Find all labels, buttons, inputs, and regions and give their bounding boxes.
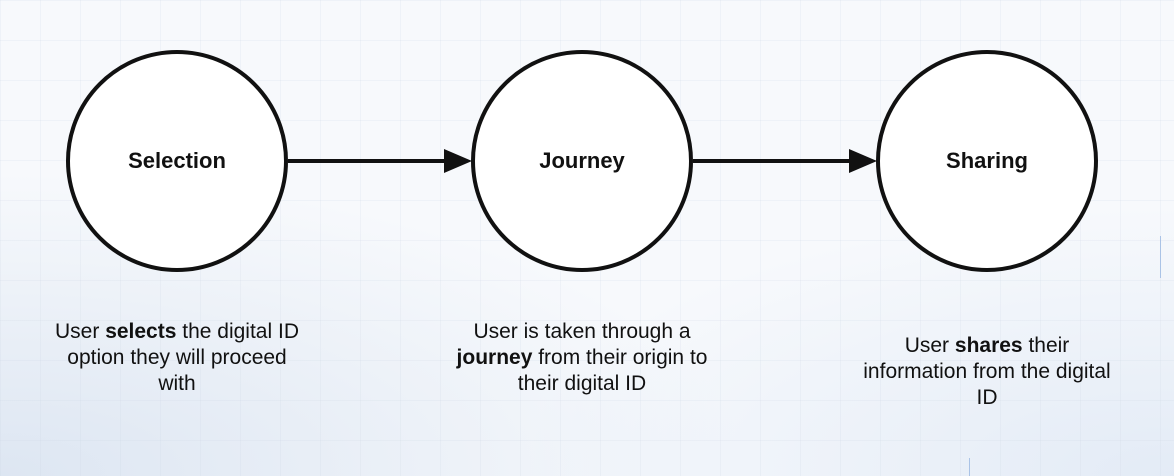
caption-text: the digital ID option they will proceed … (67, 320, 299, 395)
caption-emphasis: journey (456, 346, 533, 369)
step-node-journey: Journey (471, 50, 693, 272)
step-caption-sharing: User shares their information from the d… (857, 333, 1117, 411)
decorative-line (1160, 236, 1161, 278)
step-label-selection: Selection (128, 148, 226, 173)
step-node-selection: Selection (66, 50, 288, 272)
caption-text: their information from the digital ID (863, 334, 1111, 409)
step-label-journey: Journey (539, 148, 625, 173)
caption-emphasis: selects (105, 320, 177, 343)
arrowhead-2 (849, 149, 877, 173)
step-caption-selection: User selects the digital ID option they … (47, 319, 307, 397)
flow-connector-1 (288, 159, 446, 163)
decorative-line (969, 458, 970, 476)
arrowhead-1 (444, 149, 472, 173)
caption-text: User (904, 334, 955, 357)
step-node-sharing: Sharing (876, 50, 1098, 272)
caption-text: User is taken through a (473, 320, 691, 343)
caption-text: User (55, 320, 106, 343)
caption-emphasis: shares (954, 334, 1023, 357)
step-label-sharing: Sharing (946, 148, 1028, 173)
caption-text: from their origin to their digital ID (517, 346, 708, 395)
flow-connector-2 (693, 159, 851, 163)
step-caption-journey: User is taken through a journey from the… (452, 319, 712, 397)
